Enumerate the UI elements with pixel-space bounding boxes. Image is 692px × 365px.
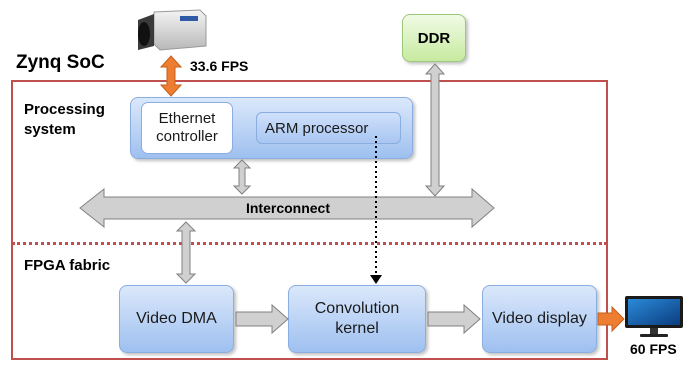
interconnect-dma-arrow: [175, 221, 197, 284]
convolution-kernel-block: Convolution kernel: [288, 285, 426, 353]
ddr-interconnect-arrow: [424, 63, 446, 197]
ps-interconnect-arrow: [232, 159, 252, 195]
fpga-fabric-label: FPGA fabric: [24, 257, 111, 274]
camera-icon: [136, 6, 208, 54]
video-display-label: Video display: [492, 310, 587, 327]
video-dma-label: Video DMA: [136, 310, 217, 327]
processing-system-label-line2: system: [24, 121, 76, 138]
soc-title: Zynq SoC: [16, 52, 105, 73]
dma-convolution-arrow: [235, 303, 289, 335]
arm-processor-block: ARM processor: [256, 112, 401, 144]
ddr-label: DDR: [417, 29, 451, 47]
display-monitor-arrow: [597, 305, 625, 333]
ethernet-controller-block: Ethernet controller: [141, 102, 233, 154]
convolution-line1: Convolution: [314, 300, 400, 317]
ddr-block: DDR: [402, 14, 466, 62]
ethernet-line1: Ethernet: [158, 110, 216, 127]
processing-system-label: Processing system: [24, 100, 105, 140]
interconnect-label: Interconnect: [245, 200, 330, 216]
zynq-soc-frame: [11, 80, 608, 360]
arm-convolution-arrowhead: [370, 275, 382, 284]
video-dma-block: Video DMA: [119, 285, 234, 353]
camera-fps-label: 33.6 FPS: [190, 58, 249, 74]
video-display-block: Video display: [482, 285, 597, 353]
ps-pl-divider: [12, 242, 607, 245]
monitor-fps-label: 60 FPS: [630, 341, 677, 357]
ethernet-line2: controller: [156, 128, 218, 145]
convolution-line2: kernel: [335, 320, 379, 337]
convolution-display-arrow: [427, 303, 481, 335]
interconnect-arrow: [79, 187, 495, 229]
arm-processor-label: ARM processor: [265, 119, 369, 137]
processing-system-label-line1: Processing: [24, 101, 105, 118]
camera-ethernet-arrow: [159, 55, 183, 97]
monitor-icon: [624, 295, 684, 339]
